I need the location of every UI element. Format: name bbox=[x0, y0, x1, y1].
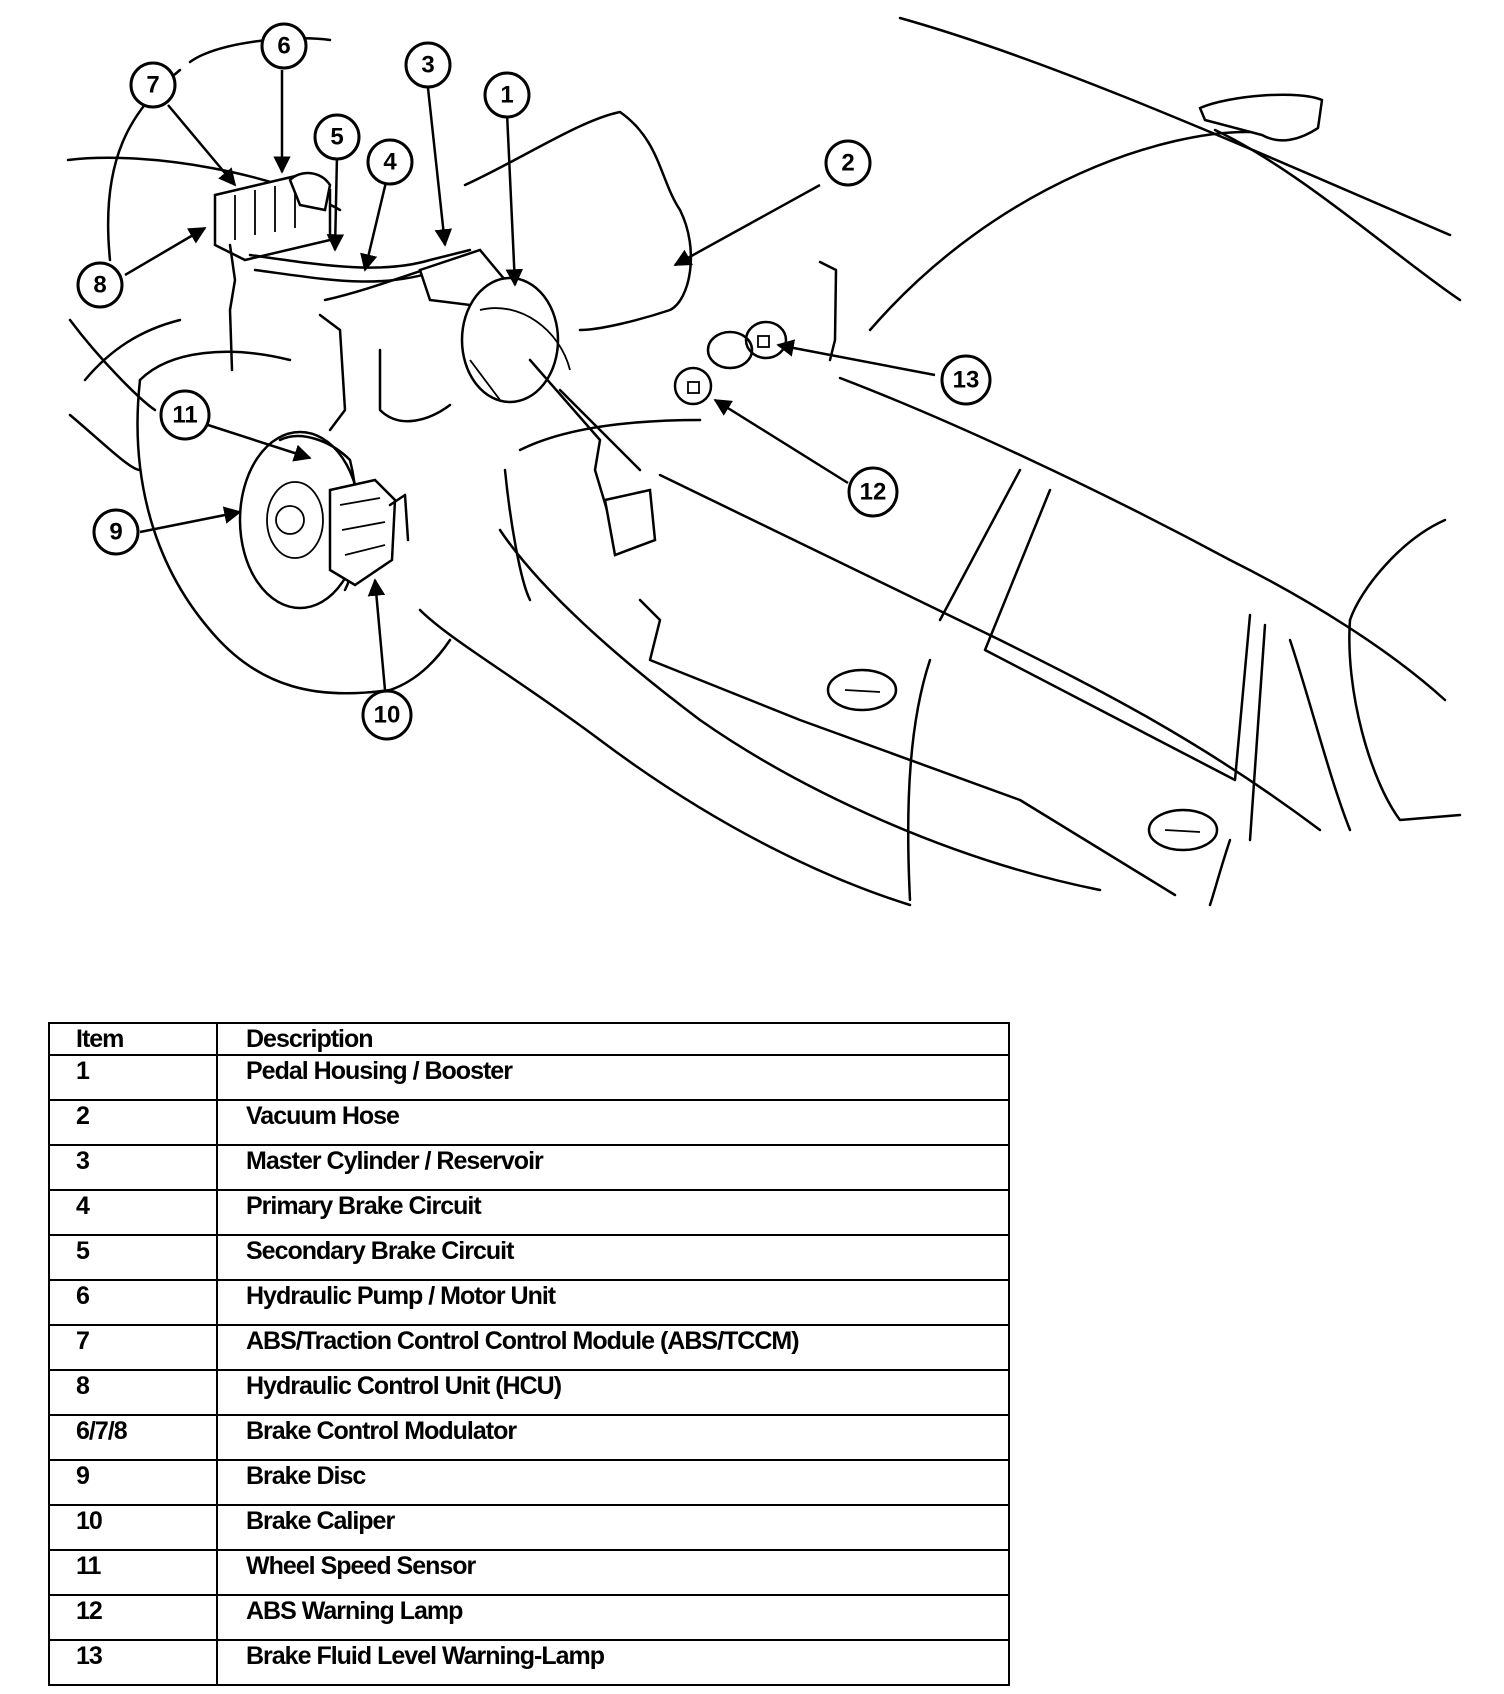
callout-9: 9 bbox=[92, 508, 140, 556]
item-cell: 10 bbox=[48, 1504, 218, 1551]
item-cell: 4 bbox=[48, 1189, 218, 1236]
callout-6: 6 bbox=[260, 22, 308, 70]
description-cell: Hydraulic Control Unit (HCU) bbox=[216, 1369, 1010, 1416]
description-cell: Master Cylinder / Reservoir bbox=[216, 1144, 1010, 1191]
callout-5: 5 bbox=[313, 113, 361, 161]
item-cell: 5 bbox=[48, 1234, 218, 1281]
callout-13: 13 bbox=[940, 354, 992, 406]
callout-10: 10 bbox=[361, 689, 413, 741]
header-item: Item bbox=[48, 1022, 218, 1056]
callout-5-label: 5 bbox=[330, 124, 343, 151]
item-cell: 3 bbox=[48, 1144, 218, 1191]
item-cell: 7 bbox=[48, 1324, 218, 1371]
callout-6-label: 6 bbox=[277, 33, 290, 60]
item-cell: 6/7/8 bbox=[48, 1414, 218, 1461]
callout-8-label: 8 bbox=[93, 272, 106, 299]
description-cell: Wheel Speed Sensor bbox=[216, 1549, 1010, 1596]
callout-2-label: 2 bbox=[841, 150, 854, 177]
callout-7-label: 7 bbox=[146, 72, 159, 99]
description-cell: Brake Caliper bbox=[216, 1504, 1010, 1551]
description-cell: Secondary Brake Circuit bbox=[216, 1234, 1010, 1281]
description-cell: Vacuum Hose bbox=[216, 1099, 1010, 1146]
callout-1-label: 1 bbox=[500, 82, 513, 109]
callout-12: 12 bbox=[847, 466, 899, 518]
legend-header-row: Item Description bbox=[48, 1022, 1010, 1056]
description-cell: Hydraulic Pump / Motor Unit bbox=[216, 1279, 1010, 1326]
brake-components bbox=[213, 110, 693, 610]
description-cell: ABS Warning Lamp bbox=[216, 1594, 1010, 1641]
item-cell: 1 bbox=[48, 1054, 218, 1101]
callout-10-label: 10 bbox=[374, 702, 401, 729]
description-cell: Primary Brake Circuit bbox=[216, 1189, 1010, 1236]
callout-4-label: 4 bbox=[383, 149, 397, 176]
callout-3-label: 3 bbox=[421, 52, 434, 79]
description-cell: ABS/Traction Control Control Module (ABS… bbox=[216, 1324, 1010, 1371]
item-cell: 2 bbox=[48, 1099, 218, 1146]
callout-4: 4 bbox=[366, 138, 414, 186]
item-cell: 11 bbox=[48, 1549, 218, 1596]
description-cell: Pedal Housing / Booster bbox=[216, 1054, 1010, 1101]
callout-13-label: 13 bbox=[953, 367, 980, 394]
callout-1: 1 bbox=[483, 71, 531, 119]
callout-3: 3 bbox=[404, 41, 452, 89]
item-cell: 8 bbox=[48, 1369, 218, 1416]
description-cell: Brake Disc bbox=[216, 1459, 1010, 1506]
callout-7: 7 bbox=[129, 61, 177, 109]
callout-12-label: 12 bbox=[860, 479, 887, 506]
callout-leaders bbox=[124, 70, 936, 691]
callout-11-label: 11 bbox=[172, 402, 197, 429]
callout-11: 11 bbox=[159, 389, 211, 441]
description-cell: Brake Control Modulator bbox=[216, 1414, 1010, 1461]
callout-2: 2 bbox=[824, 139, 872, 187]
callout-9-label: 9 bbox=[109, 519, 122, 546]
header-description: Description bbox=[216, 1022, 1010, 1056]
item-cell: 12 bbox=[48, 1594, 218, 1641]
item-cell: 6 bbox=[48, 1279, 218, 1326]
callout-8: 8 bbox=[76, 261, 124, 309]
item-cell: 13 bbox=[48, 1639, 218, 1686]
item-cell: 9 bbox=[48, 1459, 218, 1506]
brake-system-diagram: 1 2 3 4 5 6 7 8 9 10 11 12 13 bbox=[66, 16, 1462, 907]
description-cell: Brake Fluid Level Warning-Lamp bbox=[216, 1639, 1010, 1686]
